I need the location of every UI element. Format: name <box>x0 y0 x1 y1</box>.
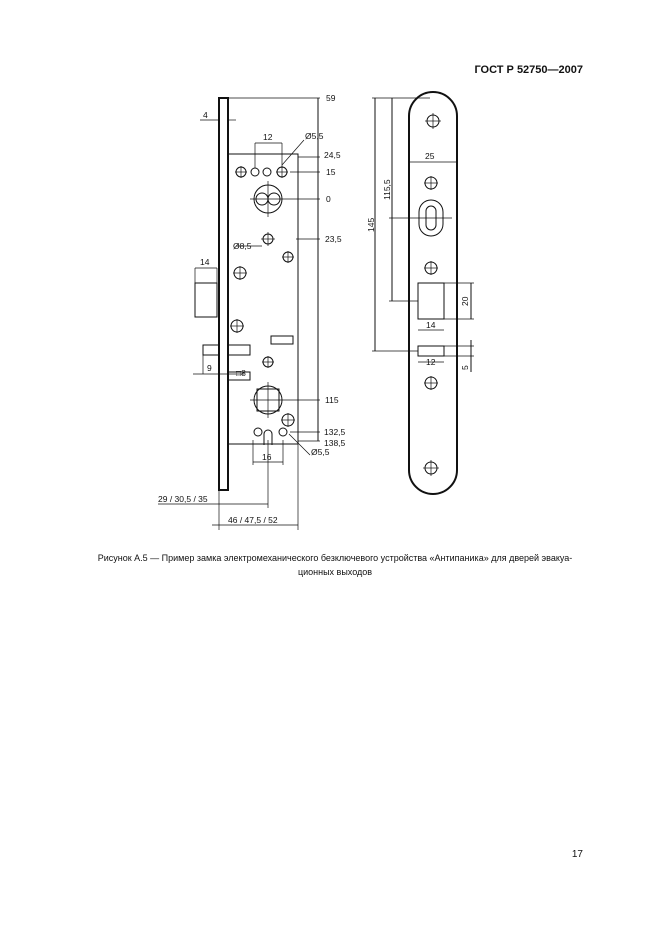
dim-phi55-bottom: Ø5,5 <box>311 447 330 457</box>
level-15: 15 <box>326 167 336 177</box>
dim-4: 4 <box>203 110 208 120</box>
dim-12: 12 <box>263 132 273 142</box>
level-59: 59 <box>326 93 336 103</box>
page-number: 17 <box>571 849 583 860</box>
dim-115-5: 115,5 <box>382 179 392 200</box>
document-code: ГОСТ Р 52750—2007 <box>474 64 583 76</box>
dim-backset: 29 / 30,5 / 35 <box>158 494 208 504</box>
dim-145: 145 <box>366 218 376 232</box>
level-lines <box>228 97 320 442</box>
caption-line-2: ционных выходов <box>297 567 373 577</box>
dim-5: 5 <box>460 365 470 370</box>
lock-drawing: 4 12 Ø5,5 Ø8,5 14 9 □8 16 Ø5,5 29 / 30,5… <box>158 91 474 530</box>
dim-14-right: 14 <box>426 320 436 330</box>
dim-sq8: □8 <box>236 368 246 378</box>
dim-20: 20 <box>460 296 470 306</box>
dim-phi85: Ø8,5 <box>233 241 252 251</box>
level-24-5: 24,5 <box>324 150 341 160</box>
faceplate-front-view <box>372 91 474 495</box>
figure-caption: Рисунок А.5 — Пример замка электромехани… <box>40 551 630 579</box>
screw-holes <box>230 166 295 437</box>
dim-16: 16 <box>262 452 272 462</box>
caption-line-1: Рисунок А.5 — Пример замка электромехани… <box>97 553 573 563</box>
dim-12-right: 12 <box>426 357 436 367</box>
follower-square <box>250 382 290 418</box>
level-0: 0 <box>326 194 331 204</box>
level-138-5: 138,5 <box>324 438 346 448</box>
level-115: 115 <box>325 395 339 405</box>
level-132-5: 132,5 <box>324 427 346 437</box>
dim-phi55-top: Ø5,5 <box>305 131 324 141</box>
dim-9: 9 <box>207 363 212 373</box>
dim-25: 25 <box>425 151 435 161</box>
dim-14-left: 14 <box>200 257 210 267</box>
cylinder-hole <box>250 181 290 217</box>
lock-side-view <box>158 97 320 530</box>
level-23-5: 23,5 <box>325 234 342 244</box>
dim-width: 46 / 47,5 / 52 <box>228 515 278 525</box>
